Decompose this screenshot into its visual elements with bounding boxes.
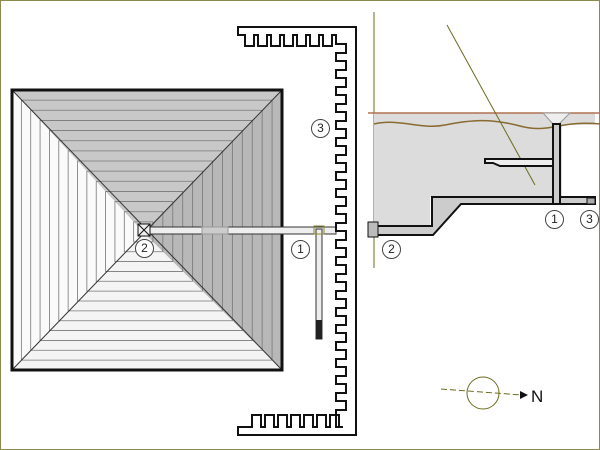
shaft-head (313, 225, 325, 235)
pyramid-course (30, 109, 263, 351)
compass-line (440, 388, 523, 396)
label-section-drain: 2 (382, 240, 401, 259)
pyramid-course (49, 130, 243, 331)
pyramid-course (77, 160, 213, 302)
label-shaft: 1 (291, 240, 310, 259)
label-section-shaft: 1 (545, 210, 564, 229)
water-body (374, 113, 595, 235)
drain-box-cross (137, 223, 151, 237)
pyramid-course (114, 201, 174, 262)
drain-pipe-plan (149, 226, 337, 235)
north-arrow-icon (520, 391, 528, 399)
pyramid-course (86, 170, 203, 292)
pyramid-course (95, 180, 194, 282)
compass-circle (466, 376, 500, 410)
shaft-pipe-end (316, 320, 322, 339)
pipe-joint (201, 226, 229, 235)
drain-outlet (367, 221, 379, 238)
pyramid-course (123, 211, 164, 253)
pyramid-course (105, 191, 184, 272)
crenellated-wall (237, 26, 357, 436)
pyramid-course (39, 120, 253, 341)
label-wall: 3 (311, 119, 330, 138)
outlet-cap (586, 197, 596, 205)
pyramid-course (133, 221, 154, 243)
pyramid-course (67, 150, 223, 312)
label-section-outlet: 3 (580, 210, 599, 229)
shaft-section (552, 123, 561, 205)
label-drain: 2 (135, 239, 154, 258)
north-label: N (531, 387, 544, 406)
branch-pipe (484, 158, 554, 167)
pyramid-course (58, 140, 233, 322)
